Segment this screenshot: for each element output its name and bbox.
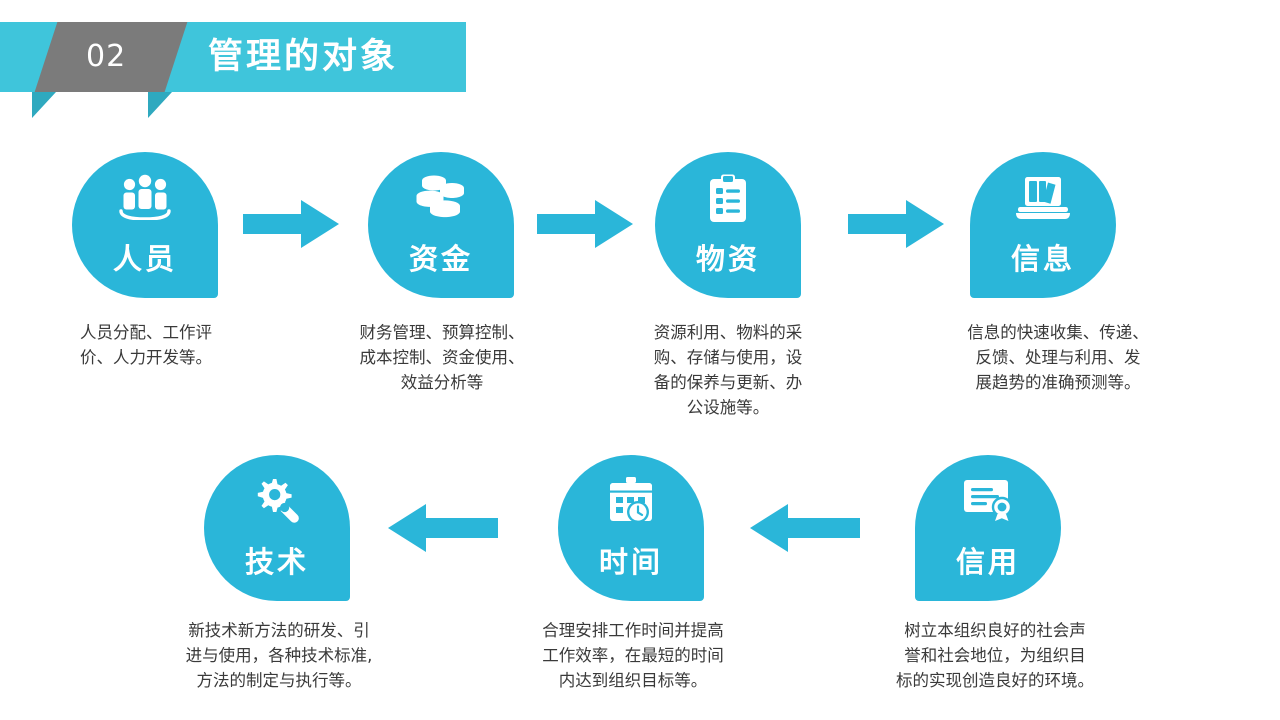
certificate-icon xyxy=(915,477,1061,525)
caption-technology: 新技术新方法的研发、引 进与使用，各种技术标准, 方法的制定与执行等。 xyxy=(185,621,373,690)
section-number: 02 xyxy=(86,39,127,74)
arrow-time-to-technology xyxy=(388,504,498,556)
node-time[interactable]: 时间 xyxy=(558,455,704,601)
clipboard-checklist-icon xyxy=(655,174,801,228)
node-label: 技术 xyxy=(244,545,309,579)
people-group-icon xyxy=(72,174,218,224)
arrow-funds-to-materials xyxy=(537,200,633,252)
caption-information: 信息的快速收集、传递、 反馈、处理与利用、发 展趋势的准确预测等。 xyxy=(967,323,1149,392)
calendar-clock-icon xyxy=(558,477,704,529)
coins-stack-icon xyxy=(368,174,514,222)
node-technology[interactable]: 技术 xyxy=(204,455,350,601)
node-label: 时间 xyxy=(598,545,663,579)
arrow-materials-to-information xyxy=(848,200,944,252)
node-label: 物资 xyxy=(695,242,760,276)
node-label: 信息 xyxy=(1010,242,1075,276)
node-bubble xyxy=(368,152,514,298)
caption-funds: 财务管理、预算控制、 成本控制、资金使用、 效益分析等 xyxy=(359,323,525,392)
arrow-people-to-funds xyxy=(243,200,339,252)
header-ribbon-tail-left xyxy=(32,92,56,118)
node-funds[interactable]: 资金 xyxy=(368,152,514,298)
caption-materials: 资源利用、物料的采 购、存储与使用，设 备的保养与更新、办 公设施等。 xyxy=(653,323,803,417)
node-label: 信用 xyxy=(955,545,1020,579)
arrow-credit-to-time xyxy=(750,504,860,556)
node-bubble xyxy=(970,152,1116,298)
node-bubble xyxy=(915,455,1061,601)
caption-credit: 树立本组织良好的社会声 誉和社会地位，为组织目 标的实现创造良好的环境。 xyxy=(896,621,1094,690)
page-title: 管理的对象 xyxy=(208,37,399,77)
node-label: 人员 xyxy=(112,242,177,276)
node-label: 资金 xyxy=(408,242,473,276)
section-header: 02 管理的对象 xyxy=(0,22,466,118)
node-bubble xyxy=(204,455,350,601)
node-people[interactable]: 人员 xyxy=(72,152,218,298)
node-credit[interactable]: 信用 xyxy=(915,455,1061,601)
caption-people: 人员分配、工作评 价、人力开发等。 xyxy=(80,323,212,367)
header-ribbon-tail-right xyxy=(148,92,172,118)
node-information[interactable]: 信息 xyxy=(970,152,1116,298)
gear-wrench-icon xyxy=(204,477,350,529)
caption-time: 合理安排工作时间并提高 工作效率，在最短的时间 内达到组织目标等。 xyxy=(542,621,724,690)
laptop-books-icon xyxy=(970,174,1116,228)
node-materials[interactable]: 物资 xyxy=(655,152,801,298)
